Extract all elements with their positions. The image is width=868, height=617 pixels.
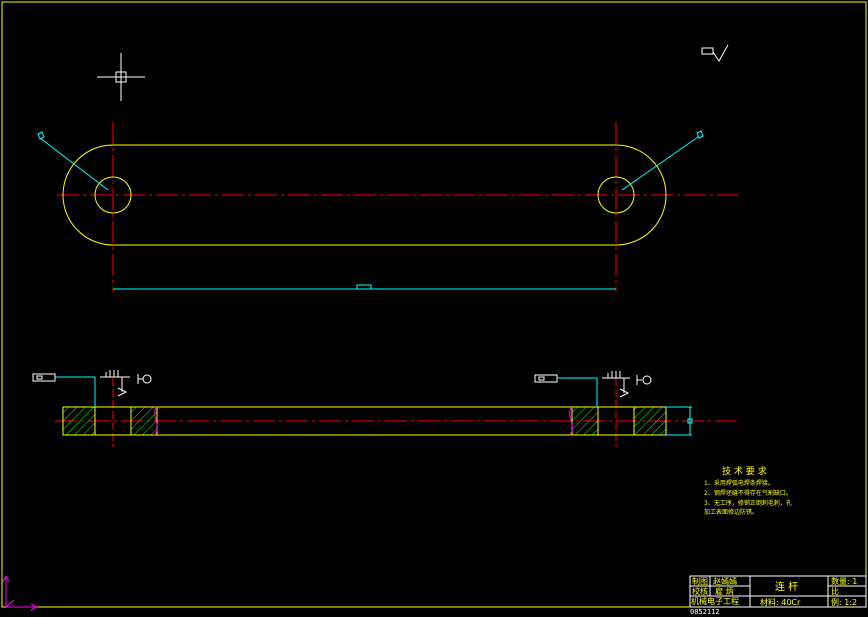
- top-view: [37, 122, 738, 292]
- section-view: [32, 370, 738, 447]
- crosshair-cursor-icon: [97, 53, 145, 101]
- hatch-left-outer: [62, 406, 96, 436]
- quantity: 数量: 1: [831, 576, 857, 586]
- scale: 例: 1:2: [831, 597, 857, 607]
- title-block: 制图 赵嫣嫣 校核 雇 炳 机械电子工程 0852112 连 杆 材料: 40C…: [689, 575, 867, 616]
- hatch-right-inner: [571, 406, 599, 436]
- student-no: 0852112: [690, 608, 720, 616]
- tech-req-item: 1、采用焊弧电焊条焊接。: [704, 479, 774, 487]
- hatch-right-outer: [633, 406, 667, 436]
- tech-req-title: 技 术 要 求: [722, 465, 767, 477]
- left-hole-leader: [39, 137, 109, 191]
- dept: 机械电子工程: [691, 596, 739, 606]
- tech-req-item: 3、无工序，修钢正倒刺毛刺，孔: [704, 499, 792, 507]
- left-hole: [94, 176, 132, 214]
- left-weld-symbols: [32, 370, 152, 407]
- tech-req-item: 加工表面修边防锈。: [704, 508, 758, 516]
- technical-requirements: 技 术 要 求 1、采用焊弧电焊条焊接。 2、钢焊坯缝不得存在气割缺口。 3、无…: [704, 465, 792, 516]
- drawn-label: 制图: [692, 576, 708, 586]
- right-hole: [597, 176, 635, 214]
- hatch-left-inner: [130, 406, 158, 436]
- tech-req-item: 2、钢焊坯缝不得存在气割缺口。: [704, 489, 792, 497]
- length-dimension-text-box: [356, 284, 372, 290]
- part-name: 连 杆: [775, 580, 798, 593]
- scale-label: 比: [831, 586, 839, 596]
- surface-roughness-icon: [701, 44, 729, 62]
- link-outline: [62, 144, 667, 246]
- checked-label: 校核: [692, 586, 708, 596]
- right-hole-leader: [621, 136, 699, 191]
- drawn-name: 赵嫣嫣: [713, 576, 737, 586]
- material: 材料: 40Cr: [760, 597, 801, 607]
- checked-name: 雇 炳: [715, 586, 734, 596]
- ucs-axis-icon: [2, 574, 39, 611]
- right-weld-symbols: [534, 371, 652, 407]
